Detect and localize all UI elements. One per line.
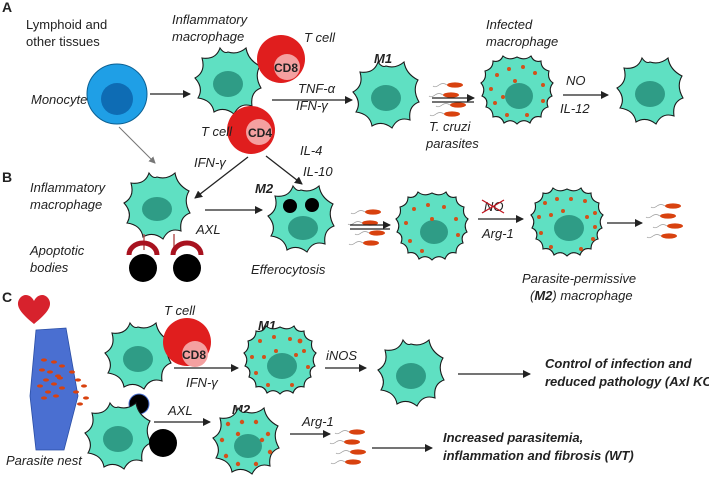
no-cross-line-2 bbox=[481, 199, 505, 214]
infected-macrophage-icon bbox=[480, 55, 554, 125]
apoptotic-label-1: Apoptotic bbox=[29, 243, 85, 258]
tnf-label: TNF-α bbox=[298, 81, 336, 96]
c-arg1-label: Arg-1 bbox=[301, 414, 334, 429]
c-released-parasites-icon bbox=[329, 429, 367, 465]
lymphoid-label-2: other tissues bbox=[26, 34, 100, 49]
b-parasites-icon bbox=[347, 209, 386, 246]
arg1-label: Arg-1 bbox=[481, 226, 514, 241]
c-cleared-macrophage-icon bbox=[377, 339, 445, 407]
tcruzi-label-2: parasites bbox=[425, 136, 479, 151]
tcell-cd8-label: T cell bbox=[304, 30, 336, 45]
permissive-open: ( bbox=[530, 288, 536, 303]
permissive-macrophage-icon bbox=[530, 187, 604, 257]
panel-a-label: A bbox=[2, 0, 12, 15]
tcell-cd4-label: T cell bbox=[201, 124, 233, 139]
infected-label-1: Infected bbox=[486, 17, 533, 32]
arrow-monocyte-to-panel-b bbox=[118, 126, 156, 164]
inos-label: iNOS bbox=[326, 348, 357, 363]
control-label-1: Control of infection and bbox=[545, 356, 693, 371]
c-macrophage-bottom-icon bbox=[84, 402, 152, 470]
efferocytosis-label: Efferocytosis bbox=[251, 262, 326, 277]
b-m2-label: M2 bbox=[255, 181, 274, 196]
increased-label-1: Increased parasitemia, bbox=[443, 430, 583, 445]
b-inflammatory-label-2: macrophage bbox=[30, 197, 102, 212]
control-label-2: reduced pathology (Axl KO) bbox=[545, 374, 709, 389]
inflammatory-label-1: Inflammatory bbox=[172, 12, 249, 27]
c-t-cell-icon: CD8 bbox=[163, 318, 211, 367]
b-released-parasites-icon bbox=[645, 203, 684, 239]
lymphoid-label-1: Lymphoid and bbox=[26, 17, 107, 32]
c-axl-label: AXL bbox=[167, 403, 193, 418]
apoptotic-body-icon bbox=[126, 240, 204, 282]
c-m1-macrophage-icon bbox=[243, 325, 317, 395]
parasite-icon bbox=[428, 82, 467, 117]
t-cell-icon: CD8 bbox=[257, 35, 305, 83]
cd8-label: CD8 bbox=[274, 61, 298, 75]
parasite-nest-icon bbox=[29, 327, 89, 451]
c-macrophage-top-icon bbox=[104, 322, 172, 390]
b-infected-macrophage-icon bbox=[395, 191, 469, 261]
increased-label-2: inflammation and fibrosis (WT) bbox=[443, 448, 634, 463]
il4-label: IL-4 bbox=[300, 143, 322, 158]
arrow-cd4-to-inflammatory bbox=[194, 156, 249, 199]
il10-label: IL-10 bbox=[303, 164, 333, 179]
tcruzi-label-1: T. cruzi bbox=[429, 119, 472, 134]
inflammatory-label-2: macrophage bbox=[172, 29, 244, 44]
panel-c-label: C bbox=[2, 289, 12, 305]
c-tcell-label: T cell bbox=[164, 303, 196, 318]
t-cell-cd4-icon: CD4 bbox=[227, 106, 275, 154]
axl-label: AXL bbox=[195, 222, 221, 237]
c-apoptotic-body-bottom bbox=[149, 429, 177, 457]
monocyte-label: Monocyte bbox=[31, 92, 87, 107]
panel-b-label: B bbox=[2, 169, 12, 185]
permissive-m2: M2 bbox=[534, 288, 553, 303]
cleared-macrophage-icon bbox=[616, 57, 684, 125]
c-m2-macrophage-icon bbox=[212, 407, 280, 475]
macrophage-icon bbox=[194, 47, 262, 115]
c-ifn-label: IFN-γ bbox=[186, 375, 219, 390]
monocyte-icon bbox=[86, 63, 148, 125]
ifn-label: IFN-γ bbox=[296, 98, 329, 113]
b-m2-macrophage-icon bbox=[267, 185, 335, 253]
permissive-label-2: (M2) macrophage bbox=[530, 288, 633, 303]
b-inflammatory-macrophage-icon bbox=[123, 172, 191, 240]
permissive-label-1: Parasite-permissive bbox=[522, 271, 636, 286]
b-inflammatory-label-1: Inflammatory bbox=[30, 180, 107, 195]
il12-label: IL-12 bbox=[560, 101, 590, 116]
m1-label: M1 bbox=[374, 51, 392, 66]
infected-label-2: macrophage bbox=[486, 34, 558, 49]
ifn-cd4-label: IFN-γ bbox=[194, 155, 227, 170]
apoptotic-label-2: bodies bbox=[30, 260, 69, 275]
cd4-label: CD4 bbox=[248, 126, 272, 140]
m1-macrophage-icon bbox=[352, 61, 420, 129]
c-cd8-label: CD8 bbox=[182, 348, 206, 362]
parasite-nest-label: Parasite nest bbox=[6, 453, 83, 468]
no-label: NO bbox=[566, 73, 586, 88]
heart-icon bbox=[17, 294, 51, 324]
arrow-cd4-to-m2 bbox=[265, 155, 303, 185]
permissive-close: ) macrophage bbox=[550, 288, 632, 303]
